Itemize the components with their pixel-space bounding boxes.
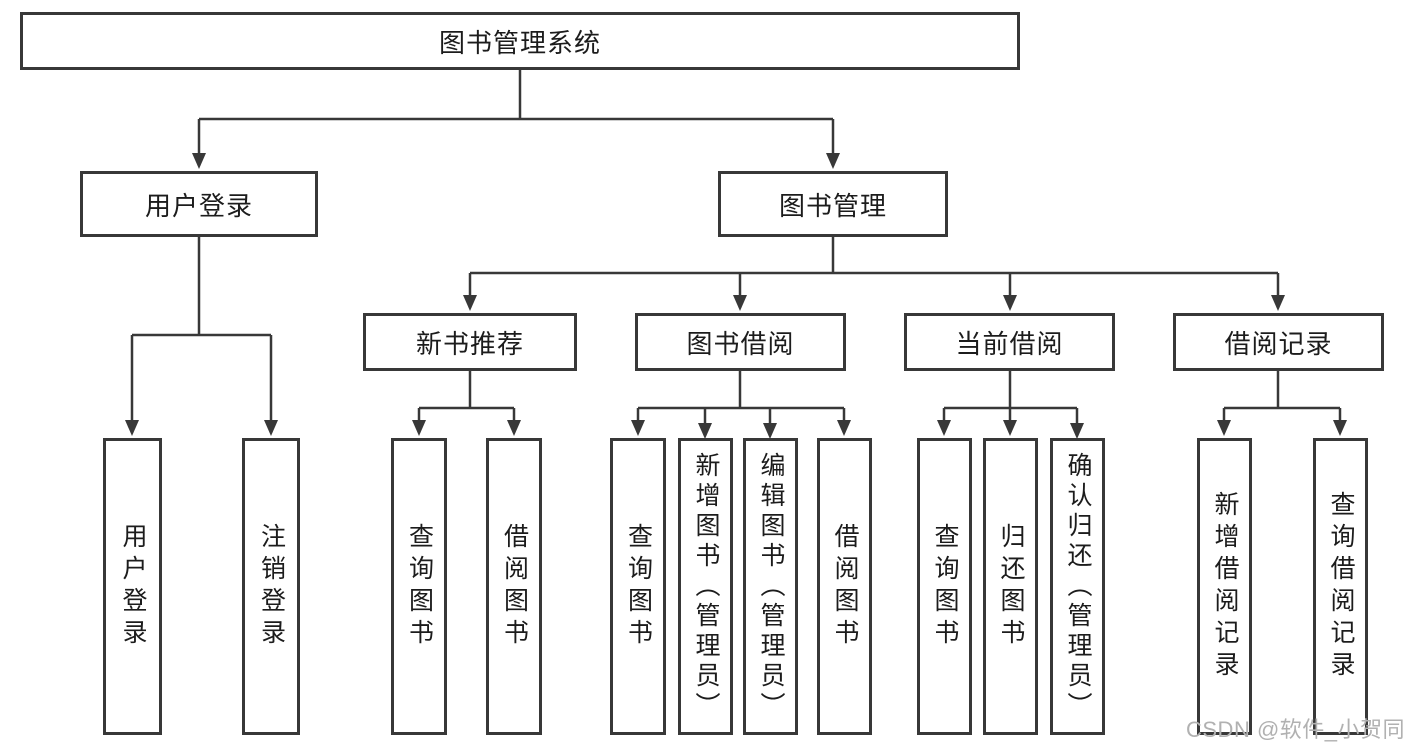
leaf-query-books-current: 查询图书 — [917, 438, 972, 735]
leaf-edit-books-admin: 编辑图书（管理员） — [743, 438, 798, 735]
leaf-add-borrow-record: 新增借阅记录 — [1197, 438, 1252, 735]
leaf-label: 查询图书 — [624, 522, 653, 651]
leaf-label: 注销登录 — [257, 522, 286, 651]
leaf-label: 借阅图书 — [500, 522, 529, 651]
node-label: 图书管理 — [778, 190, 887, 221]
book-borrow-branch — [631, 371, 851, 439]
leaf-label: 查询借阅记录 — [1327, 490, 1355, 683]
node-label: 用户登录 — [144, 190, 253, 221]
leaf-logout: 注销登录 — [242, 438, 300, 735]
leaf-query-books-borrowing: 查询图书 — [610, 438, 666, 735]
node-label: 新书推荐 — [415, 328, 524, 359]
leaf-label: 编辑图书（管理员） — [757, 451, 785, 722]
leaf-label: 新增借阅记录 — [1211, 490, 1239, 683]
leaf-label: 查询图书 — [405, 522, 434, 651]
node-label: 图书管理系统 — [438, 27, 601, 58]
node-label: 当前借阅 — [955, 328, 1064, 359]
node-book-management: 图书管理 — [718, 171, 948, 237]
leaf-label: 用户登录 — [119, 522, 147, 651]
leaf-borrow-books: 借阅图书 — [817, 438, 872, 735]
leaf-query-borrow-record: 查询借阅记录 — [1313, 438, 1368, 735]
leaf-label: 查询图书 — [931, 522, 959, 651]
leaf-user-login: 用户登录 — [103, 438, 162, 735]
leaf-add-books-admin: 新增图书（管理员） — [678, 438, 733, 735]
node-user-login: 用户登录 — [80, 171, 318, 237]
node-library-management-system: 图书管理系统 — [20, 12, 1020, 70]
node-new-book-recommend: 新书推荐 — [363, 313, 577, 371]
leaf-confirm-return-admin: 确认归还（管理员） — [1050, 438, 1105, 735]
leaf-label: 归还图书 — [997, 522, 1025, 651]
book-management-branch — [463, 237, 1285, 311]
leaf-query-books-recommend: 查询图书 — [391, 438, 447, 735]
current-borrow-branch — [937, 371, 1084, 439]
csdn-watermark: CSDN @软件_小贺同学 — [1186, 717, 1405, 742]
leaf-return-books: 归还图书 — [983, 438, 1038, 735]
leaf-borrow-books-recommend: 借阅图书 — [486, 438, 542, 735]
borrow-record-branch — [1217, 371, 1347, 436]
user-login-branch — [125, 237, 278, 436]
node-book-borrowing: 图书借阅 — [635, 313, 846, 371]
leaf-label: 借阅图书 — [831, 522, 859, 651]
leaf-label: 确认归还（管理员） — [1064, 451, 1092, 722]
node-label: 图书借阅 — [686, 328, 795, 359]
new-book-branch — [412, 371, 521, 436]
root-branch — [192, 70, 840, 169]
node-borrowing-records: 借阅记录 — [1173, 313, 1384, 371]
leaf-label: 新增图书（管理员） — [692, 451, 720, 722]
node-label: 借阅记录 — [1224, 328, 1333, 359]
node-current-borrowing: 当前借阅 — [904, 313, 1115, 371]
